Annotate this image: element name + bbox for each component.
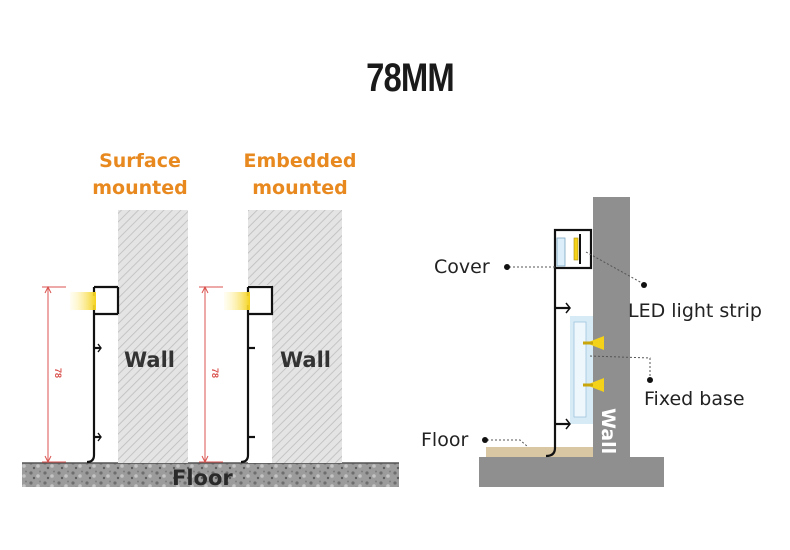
- wall-label-embedded: Wall: [280, 348, 331, 372]
- dimension-label-1: 78: [53, 368, 63, 378]
- dimension-line-2: [199, 285, 223, 464]
- led-glow-surface: [70, 292, 96, 310]
- dimension-line-1: [42, 285, 66, 464]
- leader-lines: [487, 251, 651, 448]
- led-strip-callout: LED light strip: [628, 300, 762, 322]
- wall-label-right: Wall: [597, 408, 619, 454]
- led-spot-upper: [586, 336, 604, 350]
- floor-callout: Floor: [421, 429, 469, 451]
- surface-label-line1: Surface: [99, 150, 181, 172]
- floor-label-left: Floor: [172, 466, 233, 490]
- dimension-label-2: 78: [210, 368, 220, 378]
- left-diagram: 78 78: [22, 210, 399, 487]
- surface-mounted-label: Surface mounted: [80, 148, 200, 202]
- cover-callout: Cover: [434, 256, 490, 278]
- leader-dots: [482, 264, 653, 443]
- page-title: 78MM: [366, 56, 455, 100]
- fixed-base-inner: [573, 321, 587, 418]
- wall-label-surface: Wall: [124, 348, 175, 372]
- right-diagram: Wall: [479, 197, 664, 487]
- led-glow-embedded: [224, 292, 250, 310]
- floor-covering: [486, 447, 593, 457]
- embedded-label-line1: Embedded: [243, 150, 357, 172]
- fixed-base-callout: Fixed base: [644, 388, 745, 410]
- surface-label-line2: mounted: [92, 177, 188, 199]
- led-spot-lower: [586, 378, 604, 392]
- profile-surface: [86, 285, 120, 464]
- cover-panel: [556, 237, 566, 267]
- led-strip-chip: [573, 237, 579, 261]
- embedded-label-line2: mounted: [252, 177, 348, 199]
- wall-surface: [118, 210, 188, 463]
- floor-band: [22, 463, 399, 487]
- embedded-mounted-label: Embedded mounted: [232, 148, 368, 202]
